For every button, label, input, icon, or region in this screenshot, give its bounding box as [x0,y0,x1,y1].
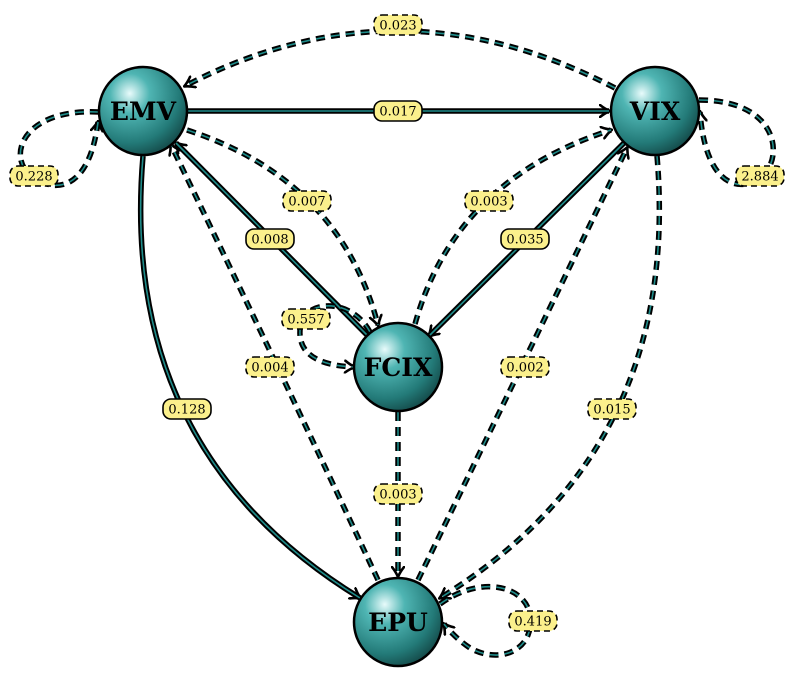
edge-weight-text: 0.007 [288,195,325,210]
edge-weight-label: 2.884 [735,165,785,187]
node-label: VIX [629,97,681,126]
edge-weight-text: 0.015 [593,403,630,418]
edge-weight-label: 0.228 [9,165,59,187]
edge-weight-label: 0.015 [587,398,637,420]
edge-weight-text: 0.003 [379,488,416,503]
edge-weight-text: 0.419 [514,615,551,630]
edge-weight-text: 0.002 [506,361,543,376]
edge-fcix-to-vix [412,130,611,325]
edge-weight-label: 0.003 [373,483,423,505]
edge-weight-text: 2.884 [741,170,778,185]
edge-emv-to-fcix [186,127,378,325]
node-label: EMV [110,97,177,126]
edge-epu-to-emv [171,145,381,582]
edge-vix-to-epu [440,155,663,598]
edge-epu-to-vix [415,148,627,582]
node-emv[interactable]: EMV [97,65,189,157]
node-label: FCIX [364,353,433,382]
edge-weight-text: 0.035 [506,233,543,248]
edge-weight-text: 0.017 [379,105,416,120]
edge-weight-label: 0.017 [373,100,423,122]
edge-weight-text: 0.557 [287,313,324,328]
node-fcix[interactable]: FCIX [352,321,444,413]
edge-vix-to-vix [699,97,776,188]
edge-epu-to-epu [438,583,534,658]
edge-weight-label: 0.557 [281,308,331,330]
edge-weight-label: 0.023 [373,14,423,36]
edge-weight-text: 0.008 [251,233,288,248]
edge-weight-text: 0.228 [15,170,52,185]
edge-weight-text: 0.004 [251,361,288,376]
edge-weight-label: 0.003 [464,190,514,212]
node-epu[interactable]: EPU [352,576,444,668]
edge-weight-label: 0.128 [162,398,212,420]
edge-weight-text: 0.128 [168,403,205,418]
edge-weight-label: 0.035 [500,228,550,250]
edge-weight-label: 0.419 [508,610,558,632]
node-label: EPU [368,608,428,637]
edge-weight-text: 0.003 [470,195,507,210]
edge-weight-label: 0.007 [282,190,332,212]
edge-weight-label: 0.004 [245,356,295,378]
edge-weight-label: 0.008 [245,228,295,250]
node-vix[interactable]: VIX [609,65,701,157]
edge-weight-text: 0.023 [379,19,416,34]
edge-vix-to-emv [185,28,617,91]
edge-weight-label: 0.002 [500,356,550,378]
edge-fcix-to-fcix [297,303,373,367]
